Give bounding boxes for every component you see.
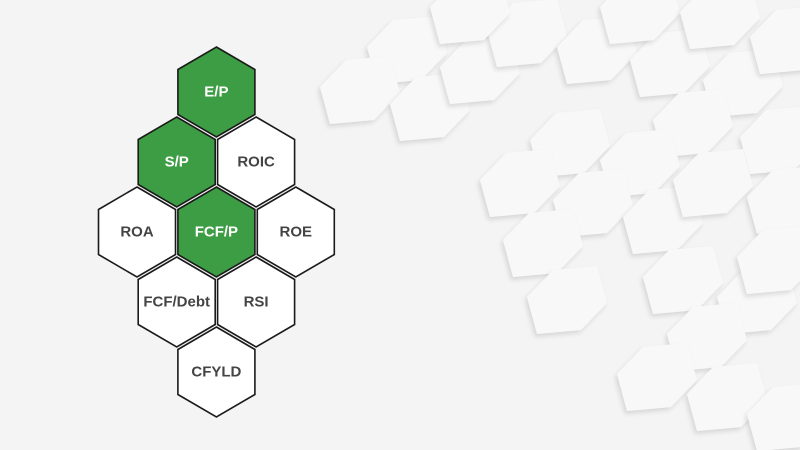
background-hexagon	[600, 0, 680, 44]
background-hexagon	[487, 0, 567, 67]
hexagon-cell-roic: ROIC	[216, 116, 296, 208]
background-hexagon	[747, 384, 800, 450]
hexagon-shape	[177, 46, 256, 138]
background-hexagon	[737, 226, 800, 294]
background-hexagon	[673, 149, 753, 217]
hexagon-shape	[137, 256, 216, 348]
background-hexagon	[740, 106, 800, 174]
background-hexagon	[747, 167, 800, 234]
hexagon-shape	[216, 116, 296, 208]
hexagon-cell-s-p: S/P	[137, 116, 216, 208]
background-hexagon	[680, 0, 760, 49]
background-hexagon	[643, 246, 723, 314]
hexagon-cell-roe: ROE	[256, 186, 336, 278]
hexagon-label: E/P	[204, 84, 228, 101]
background-hexagon	[503, 209, 583, 277]
hexagon-cell-cfyld: CFYLD	[177, 326, 256, 418]
hexagon-shape	[97, 186, 177, 278]
background-hexagon	[430, 0, 510, 44]
hexagon-label: FCF/Debt	[143, 294, 210, 311]
hexagon-shape	[177, 186, 256, 278]
hexagon-label: S/P	[165, 154, 189, 171]
hexagon-shape	[256, 186, 336, 278]
hexagon-shape	[137, 116, 216, 208]
background-hexagon	[320, 56, 400, 124]
hexagon-label: RSI	[244, 294, 269, 311]
hexagon-shape	[216, 256, 296, 348]
hexagon-cell-fcf-debt: FCF/Debt	[137, 256, 216, 348]
hexagon-label: ROA	[120, 224, 154, 241]
hexagon-cell-fcf-p: FCF/P	[177, 186, 256, 278]
background-hexagon	[617, 343, 697, 411]
background-hexagon	[653, 89, 733, 157]
background-hexagon	[527, 266, 607, 334]
hexagon-cell-e-p: E/P	[177, 46, 256, 138]
hexagon-cell-rsi: RSI	[216, 256, 296, 348]
hexagon-shape	[177, 326, 256, 418]
hexagon-label: CFYLD	[191, 364, 241, 381]
hexagon-label: ROIC	[237, 154, 275, 171]
background-hexagon	[480, 149, 560, 217]
hexagon-label: FCF/P	[195, 224, 238, 241]
hexagon-label: ROE	[280, 224, 313, 241]
hexagon-cell-roa: ROA	[97, 186, 177, 278]
background-hexagon	[750, 7, 800, 74]
